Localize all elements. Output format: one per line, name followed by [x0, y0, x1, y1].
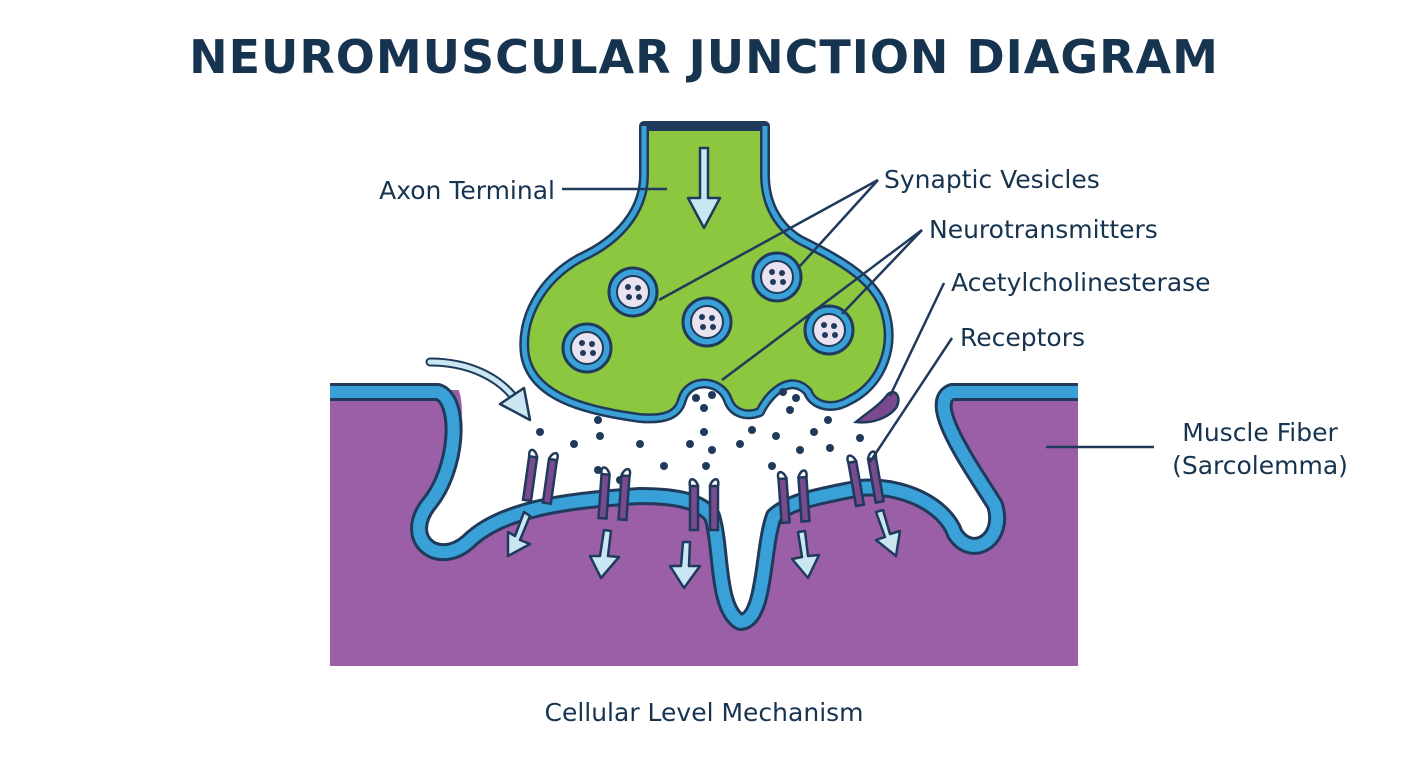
- curved-arrow-icon: [425, 357, 532, 422]
- down-arrow-icon: [790, 529, 821, 580]
- acetylcholinesterase-enzyme: [852, 391, 900, 424]
- leader-synaptic-vesicles-a: [658, 178, 879, 302]
- neurotransmitters: [536, 388, 864, 484]
- vesicle: [561, 322, 613, 374]
- receptor: [688, 478, 720, 532]
- leader-acetylcholinesterase: [888, 282, 946, 397]
- vesicle: [803, 304, 855, 356]
- label-sarcolemma: (Sarcolemma): [1172, 451, 1348, 480]
- synaptic-vesicles: [561, 251, 855, 374]
- axon-terminal: [519, 121, 894, 424]
- vesicle: [681, 296, 733, 348]
- leader-neurotransmitters-a: [721, 229, 923, 381]
- sarcolemma-membrane-inner: [330, 386, 1078, 628]
- label-synaptic-vesicles: Synaptic Vesicles: [884, 165, 1100, 194]
- leader-receptors: [868, 337, 954, 463]
- caption: Cellular Level Mechanism: [544, 698, 864, 727]
- label-axon-terminal: Axon Terminal: [379, 176, 555, 205]
- vesicle: [607, 266, 659, 318]
- vesicle: [751, 251, 803, 303]
- signal-arrows: [506, 508, 902, 590]
- signal-down-arrow-icon: [686, 146, 722, 230]
- leader-lines: [562, 178, 1154, 463]
- down-arrow-icon: [668, 540, 702, 590]
- receptor: [597, 466, 632, 522]
- axon-terminal-membrane: [521, 126, 892, 421]
- leader-synaptic-vesicles-b: [799, 179, 879, 267]
- label-acetylcholinesterase: Acetylcholinesterase: [951, 268, 1211, 297]
- page-title: NEUROMUSCULAR JUNCTION DIAGRAM: [189, 30, 1219, 84]
- leader-neurotransmitters-b: [841, 229, 923, 315]
- label-muscle-fiber: Muscle Fiber: [1182, 418, 1338, 447]
- receptor: [776, 469, 811, 525]
- down-arrow-icon: [588, 528, 621, 580]
- label-neurotransmitters: Neurotransmitters: [929, 215, 1158, 244]
- label-receptors: Receptors: [960, 323, 1085, 352]
- down-arrow-icon: [506, 510, 532, 558]
- down-arrow-icon: [874, 508, 902, 558]
- receptor: [521, 448, 559, 506]
